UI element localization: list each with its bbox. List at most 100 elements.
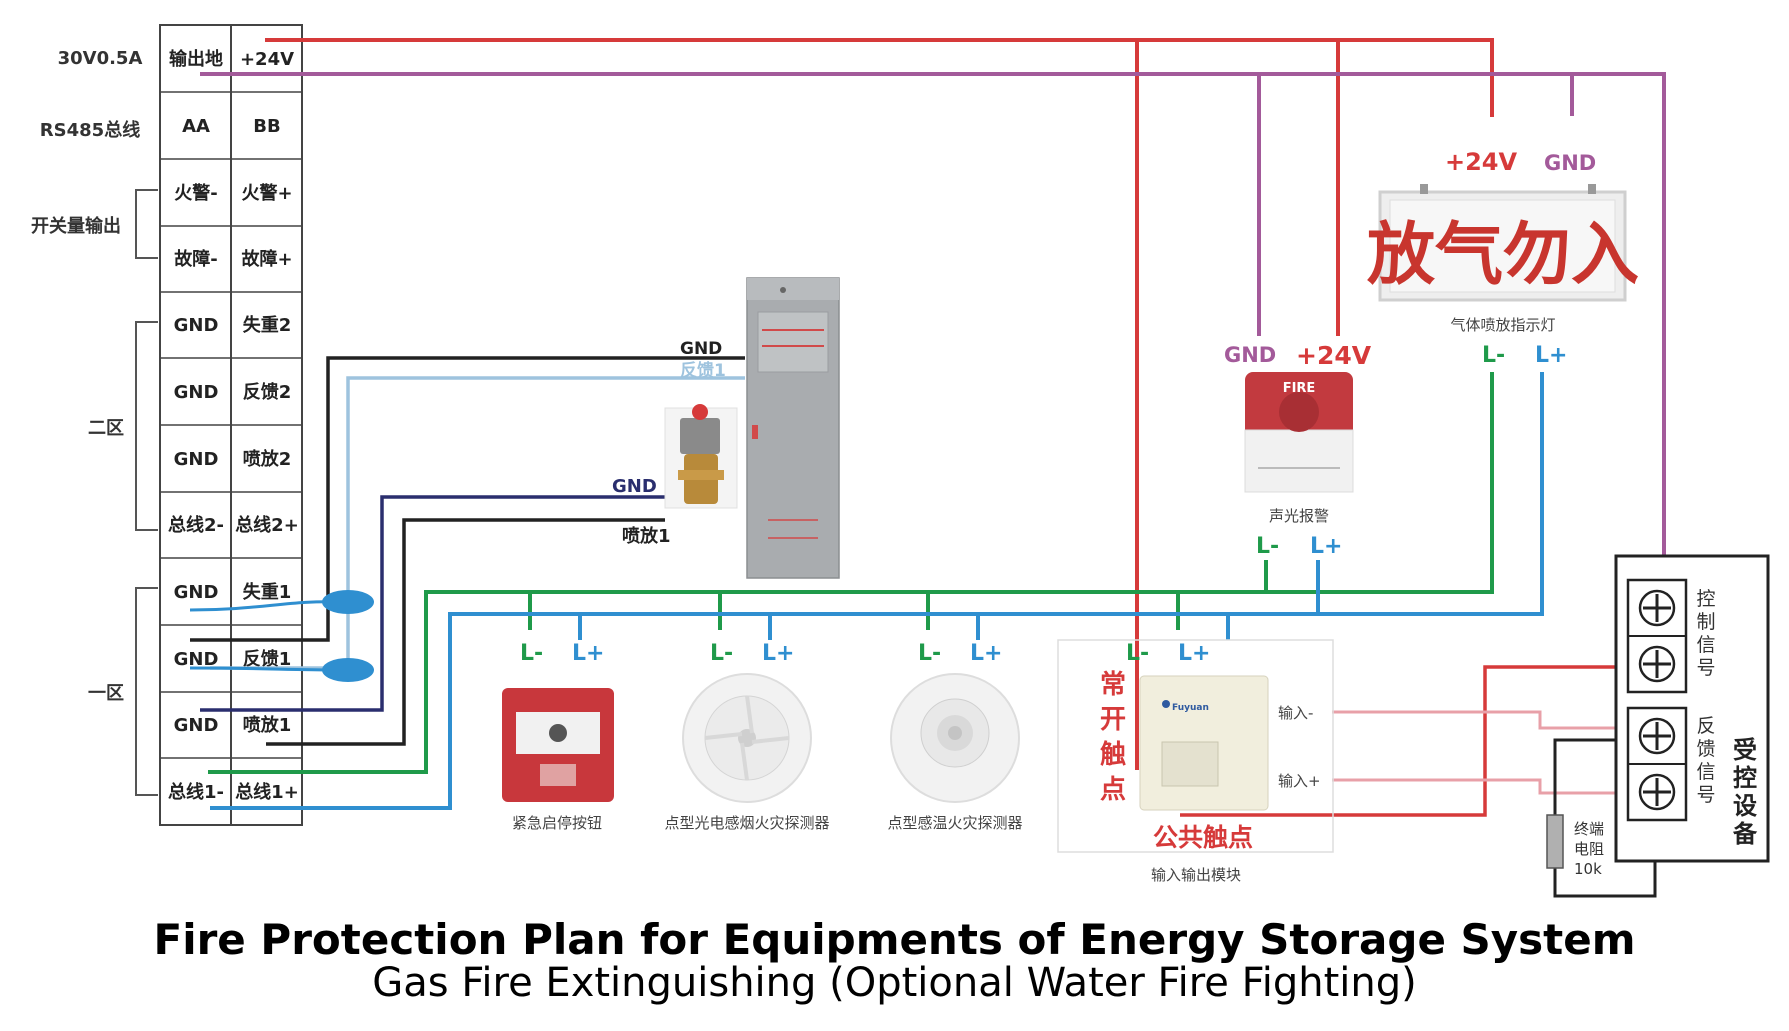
wire-cabinet-gnd [190, 356, 745, 642]
cabinet-feedback-label: 反馈1 [680, 360, 726, 381]
terminal-left-3: 故障- [174, 248, 217, 270]
terminal-right-11: 总线1+ [235, 781, 299, 803]
sounder-caption: 声光报警 [1269, 507, 1329, 525]
wire-input-minus [1332, 710, 1655, 730]
wire-bus1-plus [210, 372, 1544, 810]
diagram-subtitle: Gas Fire Extinguishing (Optional Water F… [372, 960, 1417, 1006]
switch-output-bracket [135, 189, 158, 259]
device-1-l-minus: L- [710, 641, 733, 666]
terminal-right-5: 反馈2 [243, 381, 292, 403]
input-minus-label: 输入- [1278, 704, 1313, 722]
terminal-right-2: 火警+ [241, 182, 292, 204]
wire-clip-feedback1 [322, 658, 374, 682]
common-contact-label: 公共触点 [1153, 823, 1253, 852]
zone1-label: 一区 [88, 683, 124, 704]
terminal-right-9: 反馈1 [243, 648, 292, 670]
terminal-right-8: 失重1 [243, 581, 292, 603]
indicator-light-gnd-label: GND [1544, 151, 1596, 175]
device-0-l-plus: L+ [572, 641, 604, 666]
normally-open-char-3: 触 [1100, 740, 1126, 770]
device-caption-1: 点型光电感烟火灾探测器 [664, 814, 829, 832]
indicator-light-caption: 气体喷放指示灯 [1450, 316, 1555, 334]
valve-release-label: 喷放1 [622, 525, 671, 547]
input-plus-label: 输入+ [1278, 772, 1321, 790]
rs485-bus-label: RS485总线 [40, 119, 140, 141]
sounder-l-plus: L+ [1310, 534, 1342, 559]
io-module-brand: Fuyuan [1172, 703, 1209, 713]
wires [189, 38, 1666, 898]
io-module-frame [1057, 639, 1334, 853]
wire-clip-weight1 [322, 590, 374, 614]
zone1-bracket [135, 587, 158, 796]
device-caption-0: 紧急启停按钮 [512, 814, 602, 832]
controlled-device-char-4: 备 [1732, 820, 1758, 848]
terminal-right-1: BB [253, 116, 280, 137]
gas-release-indicator-light [1378, 184, 1627, 302]
io-module-l-minus: L- [1126, 641, 1149, 666]
audible-visual-alarm [1244, 372, 1354, 493]
terminal-left-4: GND [174, 315, 219, 336]
terminal-right-6: 喷放2 [243, 448, 292, 470]
control-signal-char-3: 信 [1696, 634, 1715, 656]
wire-bus1-minus [208, 372, 1494, 774]
indicator-light-text: 放气勿入 [1367, 216, 1639, 295]
feedback-signal-char-3: 信 [1696, 761, 1715, 783]
diagram-title: Fire Protection Plan for Equipments of E… [153, 915, 1636, 964]
device-1-l-plus: L+ [762, 641, 794, 666]
zone2-bracket [135, 321, 158, 531]
control-signal-char-1: 控 [1696, 588, 1715, 610]
cabinet-gnd-label: GND [680, 339, 722, 359]
indicator-light-l-minus: L- [1482, 343, 1505, 368]
wire-valve-release [266, 518, 665, 746]
resistor-label-2: 电阻 [1574, 840, 1604, 858]
zone2-label: 二区 [88, 418, 124, 439]
feedback-signal-char-1: 反 [1696, 715, 1715, 737]
terminal-left-11: 总线1- [168, 781, 224, 803]
terminal-left-10: GND [174, 715, 219, 736]
io-module-device [1139, 675, 1269, 811]
sounder-fire-badge: FIRE [1283, 381, 1316, 396]
terminal-resistor [1546, 814, 1564, 869]
terminal-left-6: GND [174, 449, 219, 470]
terminal-right-0: +24V [240, 49, 294, 70]
terminal-left-9: GND [174, 649, 219, 670]
wire-24v-main [265, 38, 1494, 117]
emergency-stop-button-device [502, 688, 614, 802]
feedback-signal-char-4: 号 [1696, 784, 1715, 806]
heat-detector-device [890, 673, 1020, 803]
device-caption-2: 点型感温火灾探测器 [887, 814, 1022, 832]
sounder-gnd-label: GND [1224, 343, 1276, 367]
valve-gnd-label: GND [612, 476, 657, 497]
terminal-left-2: 火警- [174, 182, 217, 204]
terminal-block: 输出地 +24V AA BB 火警- 火警+ 故障- 故障+ GND 失重2 G… [31, 24, 303, 826]
smoke-detector-device [682, 673, 812, 803]
device-2-l-plus: L+ [970, 641, 1002, 666]
solenoid-valve [664, 404, 738, 509]
io-module-caption: 输入输出模块 [1151, 866, 1241, 884]
gas-extinguisher-cabinet [746, 277, 840, 579]
feedback-signal-char-2: 馈 [1696, 738, 1715, 760]
controlled-device-char-2: 控 [1733, 764, 1757, 792]
terminal-right-10: 喷放1 [243, 714, 292, 736]
device-0-l-minus: L- [520, 641, 543, 666]
resistor-label-3: 10k [1574, 860, 1602, 878]
wire-input-plus [1332, 778, 1655, 795]
device-2-l-minus: L- [918, 641, 941, 666]
terminal-right-7: 总线2+ [235, 514, 299, 536]
terminal-left-7: 总线2- [168, 514, 224, 536]
normally-open-char-1: 常 [1100, 670, 1126, 700]
indicator-light-24v-label: +24V [1445, 148, 1518, 176]
indicator-light-l-plus: L+ [1535, 343, 1567, 368]
io-module-l-plus: L+ [1178, 641, 1210, 666]
wire-valve-gnd [200, 495, 665, 712]
sounder-24v-label: +24V [1296, 341, 1372, 370]
resistor-label-1: 终端 [1574, 820, 1604, 838]
wire-gnd-main [200, 72, 1666, 568]
controlled-device-char-3: 设 [1733, 792, 1757, 820]
controlled-device-box [1614, 554, 1770, 863]
terminal-left-8: GND [174, 582, 219, 603]
control-signal-char-4: 号 [1696, 657, 1715, 679]
sounder-l-minus: L- [1256, 534, 1279, 559]
